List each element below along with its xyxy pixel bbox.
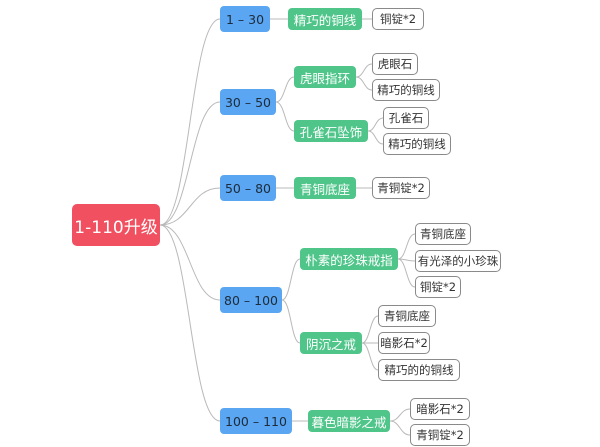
material-node[interactable]: 铜锭*2: [372, 8, 424, 30]
item-node-twilight-shadow-ring[interactable]: 暮色暗影之戒: [308, 410, 390, 432]
material-node[interactable]: 青铜锭*2: [410, 424, 470, 446]
connector-line: [159, 18, 221, 226]
material-node[interactable]: 青铜锭*2: [372, 177, 430, 199]
connector-line: [361, 342, 379, 371]
connector-line: [159, 187, 221, 226]
item-node-copper-wire[interactable]: 精巧的铜线: [288, 8, 362, 30]
connector-line: [389, 420, 411, 436]
material-node[interactable]: 精巧的铜线: [372, 79, 440, 101]
connector-line: [275, 101, 295, 132]
connector-line: [361, 315, 379, 344]
connector-line: [159, 224, 221, 422]
item-node-malachite-pendant[interactable]: 孔雀石坠饰: [294, 120, 368, 142]
connector-line: [397, 233, 416, 260]
material-node[interactable]: 虎眼石: [372, 53, 418, 75]
connector-line: [389, 408, 411, 422]
material-node[interactable]: 孔雀石: [383, 107, 429, 129]
connector-line: [159, 224, 221, 301]
connector-line: [281, 299, 301, 344]
material-node[interactable]: 有光泽的小珍珠: [415, 250, 501, 272]
material-node[interactable]: 精巧的的铜线: [378, 359, 460, 381]
connector-line: [367, 117, 384, 132]
range-node-1-30[interactable]: 1 – 30: [220, 6, 270, 32]
item-node-bronze-setting[interactable]: 青铜底座: [294, 177, 356, 199]
connector-line: [367, 130, 384, 145]
connector-line: [281, 258, 301, 301]
connector-line: [355, 63, 373, 78]
material-node[interactable]: 暗影石*2: [378, 332, 430, 354]
range-node-50-80[interactable]: 50 – 80: [220, 175, 276, 201]
material-node[interactable]: 暗影石*2: [410, 398, 470, 420]
material-node[interactable]: 精巧的铜线: [383, 133, 451, 155]
connector-line: [397, 258, 416, 288]
connector-line: [275, 76, 295, 103]
item-node-pearl-ring[interactable]: 朴素的珍珠戒指: [300, 248, 398, 270]
material-node[interactable]: 青铜底座: [378, 305, 436, 327]
range-node-100-110[interactable]: 100 – 110: [220, 408, 292, 434]
range-node-30-50[interactable]: 30 – 50: [220, 89, 276, 115]
material-node[interactable]: 铜锭*2: [415, 276, 461, 298]
range-node-80-100[interactable]: 80 – 100: [220, 287, 282, 313]
item-node-tiger-eye-ring[interactable]: 虎眼指环: [294, 66, 356, 88]
item-node-gloom-ring[interactable]: 阴沉之戒: [300, 332, 362, 354]
material-node[interactable]: 青铜底座: [415, 223, 471, 245]
connector-line: [355, 76, 373, 91]
connector-line: [159, 101, 221, 226]
root-node[interactable]: 1-110升级: [72, 204, 160, 246]
